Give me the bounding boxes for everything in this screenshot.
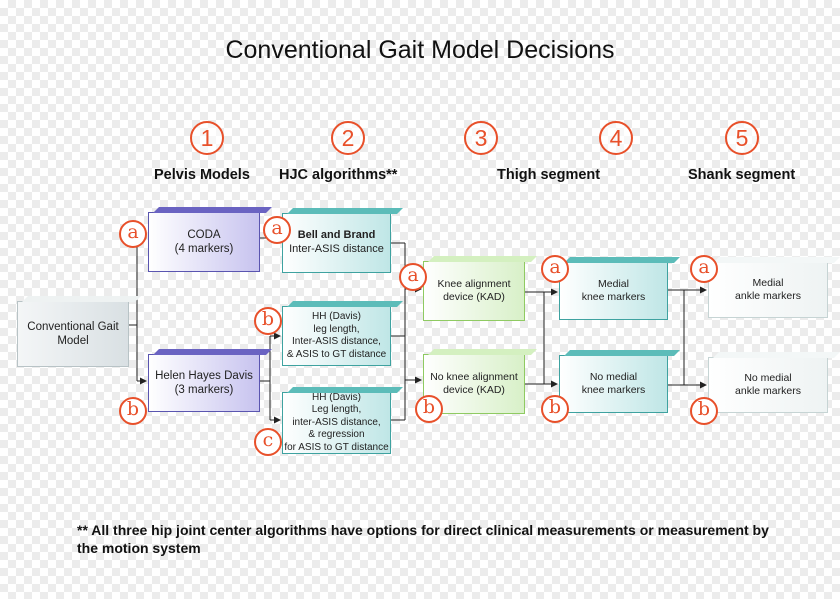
knee-option-b-badge: b: [541, 395, 569, 423]
column-number-3: 3: [464, 121, 498, 155]
column-number-5: 5: [725, 121, 759, 155]
diagram-title: Conventional Gait Model Decisions: [225, 36, 615, 64]
shank-option-b-badge: b: [690, 397, 718, 425]
conventional-gait-model-box: Conventional Gait Model: [17, 301, 129, 367]
hjc-bell-brand-detail: Inter-ASIS distance: [289, 243, 384, 255]
column-head-thigh: Thigh segment: [497, 167, 601, 183]
thigh-option-a-badge: a: [399, 263, 427, 291]
shank-no-medial-ankle-box: No medial ankle markers: [708, 357, 828, 413]
shank-option-a-badge: a: [690, 255, 718, 283]
column-head-shank: Shank segment: [688, 167, 796, 183]
hjc-option-c-badge: c: [254, 428, 282, 456]
hjc-bell-brand-box: Bell and Brand Inter-ASIS distance: [282, 213, 391, 273]
pelvis-option-a-badge: a: [119, 220, 147, 248]
knee-medial-markers-box: Medial knee markers: [559, 262, 668, 320]
knee-option-a-badge: a: [541, 255, 569, 283]
thigh-kad-box: Knee alignment device (KAD): [423, 261, 525, 321]
shank-medial-ankle-box: Medial ankle markers: [708, 262, 828, 318]
column-head-hjc: HJC algorithms**: [279, 167, 398, 183]
column-number-2: 2: [331, 121, 365, 155]
knee-no-medial-markers-box: No medial knee markers: [559, 355, 668, 413]
hjc-bell-brand-title: Bell and Brand: [297, 229, 376, 242]
column-head-pelvis: Pelvis Models: [154, 167, 250, 183]
hjc-hh-davis-regression-box: HH (Davis) Leg length, inter-ASIS distan…: [282, 392, 391, 454]
thigh-option-b-badge: b: [415, 395, 443, 423]
hjc-hh-davis-box: HH (Davis) leg length, Inter-ASIS distan…: [282, 306, 391, 366]
pelvis-coda-box: CODA (4 markers): [148, 212, 260, 272]
footnote: ** All three hip joint center algorithms…: [77, 522, 769, 557]
hjc-option-a-badge: a: [263, 216, 291, 244]
hjc-option-b-badge: b: [254, 307, 282, 335]
column-number-1: 1: [190, 121, 224, 155]
pelvis-helen-hayes-box: Helen Hayes Davis (3 markers): [148, 354, 260, 412]
column-number-4: 4: [599, 121, 633, 155]
pelvis-option-b-badge: b: [119, 397, 147, 425]
